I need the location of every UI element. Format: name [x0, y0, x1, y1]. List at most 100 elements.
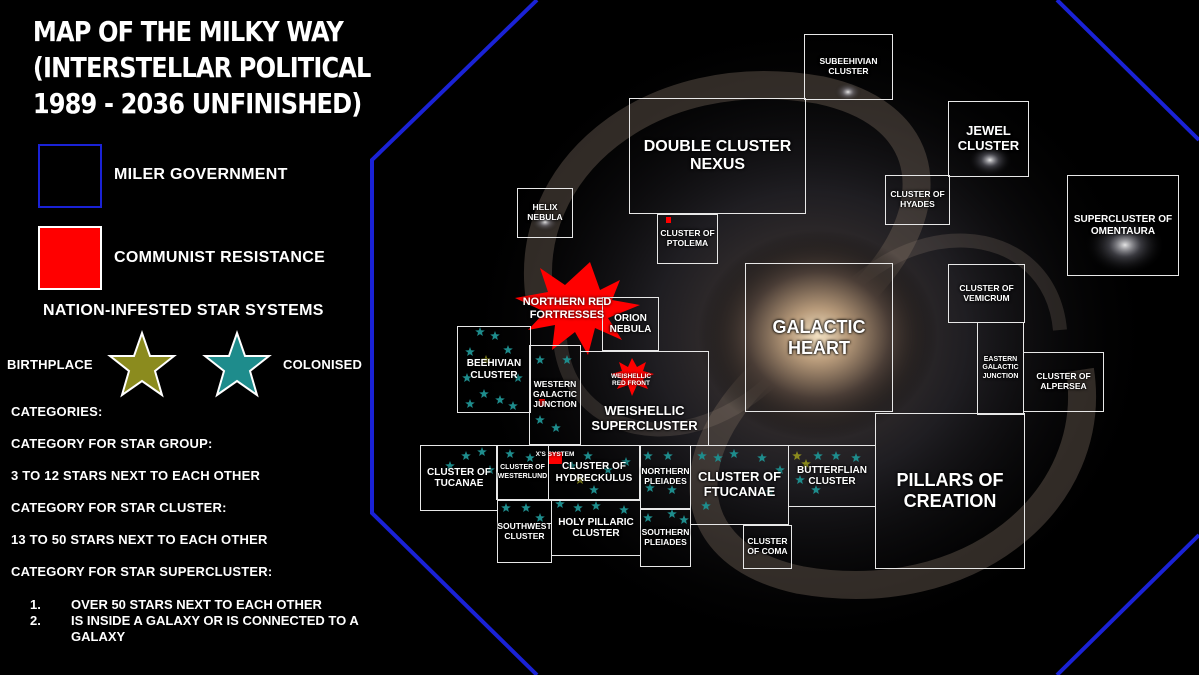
region-subeehivian[interactable]: SUBEEHIVIAN CLUSTER	[804, 34, 893, 100]
title-line-3: 1989 - 2036 UNFINISHED)	[32, 87, 362, 120]
region-alpersea[interactable]: CLUSTER OF ALPERSEA	[1023, 352, 1104, 412]
colonised-star-marker	[603, 465, 613, 474]
colonised-star-marker	[521, 503, 531, 512]
colonised-star-marker	[508, 401, 518, 410]
colonised-star-marker	[477, 447, 487, 456]
region-ptolema[interactable]: CLUSTER OF PTOLEMA	[657, 214, 718, 264]
colonised-star-marker	[667, 509, 677, 518]
weishellic-red-front-burst	[611, 358, 654, 396]
colonised-star-marker	[831, 451, 841, 460]
colonised-star-marker	[562, 355, 572, 364]
region-coma[interactable]: CLUSTER OF COMA	[743, 525, 792, 569]
colonised-star-marker	[505, 449, 515, 458]
colonised-star-icon	[202, 329, 272, 398]
cluster-desc: 13 TO 50 STARS NEXT TO EACH OTHER	[11, 532, 268, 547]
colonised-star-marker	[591, 501, 601, 510]
colonised-star-marker	[701, 501, 711, 510]
colonised-star-marker	[619, 505, 629, 514]
region-ftucanae[interactable]: CLUSTER OF FTUCANAE	[690, 445, 789, 525]
region-eastern-junction[interactable]: EASTERN GALACTIC JUNCTION	[977, 322, 1024, 415]
colonised-star-marker	[462, 373, 472, 382]
colonised-star-marker	[461, 451, 471, 460]
northern-red-fortresses-label: NORTHERN RED FORTRESSES	[522, 296, 612, 321]
colonised-star-marker	[445, 461, 455, 470]
weishellic-red-front-label: WEISHELLIC RED FRONT	[610, 373, 652, 388]
region-holy-pillaric[interactable]: HOLY PILLARIC CLUSTER	[551, 500, 641, 556]
region-orion[interactable]: ORION NEBULA	[602, 297, 659, 351]
region-northern-pleiades[interactable]: NORTHERN PLEIADES	[640, 445, 691, 509]
region-southern-pleiades[interactable]: SOUTHERN PLEIADES	[640, 509, 691, 567]
communist-label: COMMUNIST RESISTANCE	[114, 249, 326, 266]
xs-system-red-marker	[548, 452, 562, 464]
colonised-star-marker	[495, 395, 505, 404]
map-title: MAP OF THE MILKY WAY (INTERSTELLAR POLIT…	[32, 14, 372, 122]
communist-swatch	[38, 226, 102, 290]
cluster-header: CATEGORY FOR STAR CLUSTER:	[11, 500, 227, 515]
colonised-star-marker	[643, 451, 653, 460]
colonised-star-marker	[713, 453, 723, 462]
ptolema-red-marker	[666, 217, 671, 223]
colonised-star-marker	[535, 513, 545, 522]
colonised-star-marker	[567, 461, 577, 470]
colonised-star-marker	[679, 515, 689, 524]
colonised-star-marker	[645, 483, 655, 492]
birthplace-star-marker	[792, 451, 802, 460]
region-butterflian[interactable]: BUTTERFLIAN CLUSTER	[788, 445, 876, 507]
region-tucanae[interactable]: CLUSTER OF TUCANAE	[420, 445, 498, 511]
colonised-star-marker	[573, 503, 583, 512]
colonised-star-marker	[465, 399, 475, 408]
colonised-star-marker	[513, 373, 523, 382]
colonised-star-marker	[667, 485, 677, 494]
colonised-star-marker	[811, 485, 821, 494]
super-criterion: 2.IS INSIDE A GALAXY OR IS CONNECTED TO …	[30, 613, 359, 644]
super-criterion: 1.OVER 50 STARS NEXT TO EACH OTHER	[30, 597, 322, 612]
colonised-star-marker	[589, 485, 599, 494]
colonised-star-marker	[583, 451, 593, 460]
colonised-star-marker	[479, 389, 489, 398]
super-criteria-list: 1.OVER 50 STARS NEXT TO EACH OTHER 2.IS …	[16, 597, 371, 645]
region-double-cluster-nexus[interactable]: DOUBLE CLUSTER NEXUS	[629, 98, 806, 214]
colonised-star-marker	[643, 513, 653, 522]
region-pillars[interactable]: PILLARS OF CREATION	[875, 413, 1025, 569]
miler-border-northeast	[1055, 0, 1199, 142]
group-header: CATEGORY FOR STAR GROUP:	[11, 436, 213, 451]
region-omentaura[interactable]: SUPERCLUSTER OF OMENTAURA	[1067, 175, 1179, 276]
birthplace-star-marker	[481, 355, 491, 364]
colonised-star-marker	[555, 499, 565, 508]
categories-header: CATEGORIES:	[11, 404, 103, 419]
colonised-star-marker	[535, 415, 545, 424]
miler-border-southeast	[1055, 533, 1199, 675]
super-header: CATEGORY FOR STAR SUPERCLUSTER:	[11, 564, 273, 579]
miler-label: MILER GOVERNMENT	[114, 166, 288, 183]
colonised-star-marker	[729, 449, 739, 458]
region-hyades[interactable]: CLUSTER OF HYADES	[885, 175, 950, 225]
region-weishellic[interactable]: WEISHELLIC SUPERCLUSTER	[580, 351, 709, 446]
colonised-star-marker	[765, 487, 775, 496]
title-line-2: (INTERSTELLAR POLITICAL	[32, 51, 372, 84]
miler-border-west	[370, 0, 539, 675]
stars-header: NATION-INFESTED STAR SYSTEMS	[43, 302, 324, 319]
colonised-star-marker	[501, 503, 511, 512]
region-hydreckulus[interactable]: CLUSTER OF HYDRECKULUS	[548, 445, 640, 500]
colonised-star-marker	[757, 453, 767, 462]
colonised-star-marker	[663, 451, 673, 460]
region-southwest[interactable]: SOUTHWEST CLUSTER	[497, 500, 552, 563]
colonised-star-marker	[551, 423, 561, 432]
xs-system-label: X'S SYSTEM	[535, 451, 575, 458]
birthplace-star-icon	[107, 329, 177, 398]
colonised-star-marker	[535, 355, 545, 364]
region-helix[interactable]: HELIX NEBULA	[517, 188, 573, 238]
colonised-star-marker	[813, 451, 823, 460]
miler-swatch	[38, 144, 102, 208]
region-western-junction[interactable]: WESTERN GALACTIC JUNCTION	[529, 345, 581, 445]
region-beehivian[interactable]: BEEHIVIAN CLUSTER	[457, 326, 531, 413]
colonised-star-marker	[851, 453, 861, 462]
region-galactic-heart[interactable]: GALACTIC HEART	[745, 263, 893, 412]
region-jewel[interactable]: JEWEL CLUSTER	[948, 101, 1029, 177]
colonised-star-marker	[795, 475, 805, 484]
colonised-star-marker	[621, 457, 631, 466]
colonised-label: COLONISED	[283, 357, 363, 372]
region-vemicrum[interactable]: CLUSTER OF VEMICRUM	[948, 264, 1025, 323]
colonised-star-marker	[485, 465, 495, 474]
